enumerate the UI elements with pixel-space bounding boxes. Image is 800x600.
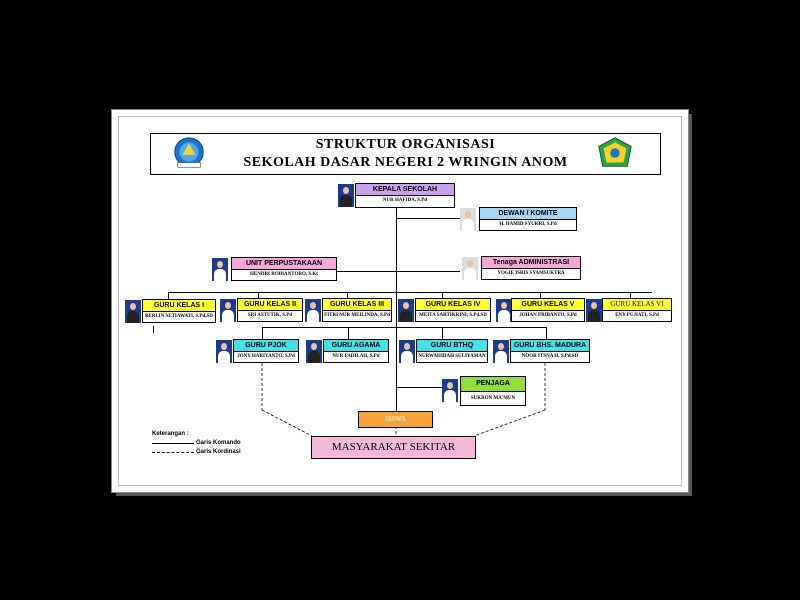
drop-kelas5 — [540, 292, 541, 302]
pjok-name: JONY HARIYANTO, S.Pd — [233, 351, 299, 363]
kelas2-photo — [220, 299, 236, 322]
sheet-border — [118, 116, 682, 486]
legend-solid-label: Garis Komando — [196, 440, 241, 446]
drop-kelas1 — [168, 292, 169, 302]
node-siswa: SISWA — [358, 411, 433, 428]
legend-solid-swatch — [152, 443, 194, 444]
title-line-2: SEKOLAH DASAR NEGERI 2 WRINGIN ANOM — [243, 155, 568, 170]
tu-name: YOGIE ISRIS SYAMSUKTRA — [481, 268, 581, 280]
madura-photo — [493, 340, 509, 363]
node-masyarakat: MASYARAKAT SEKITAR — [311, 436, 476, 459]
drop-agama — [348, 327, 349, 341]
drop-madura — [546, 327, 547, 341]
tut-wuri-logo-icon — [174, 137, 204, 168]
kelas5-photo — [496, 299, 512, 322]
pjok-photo — [216, 340, 232, 363]
kelas3-photo — [305, 299, 321, 322]
drop-pjok — [262, 327, 263, 341]
kelas2-name: SRI ASTUTIK, S.Pd — [237, 310, 303, 322]
agama-photo — [306, 340, 322, 363]
komite-name: H. HAMID SYUKRI, S.Pd — [479, 219, 577, 231]
perpustakaan-name: HENDRI ROBIANTORO, S.Kt — [231, 269, 337, 281]
title-line-1: STRUKTUR ORGANISASI — [315, 137, 496, 152]
text-cursor — [153, 326, 154, 333]
line-main-vertical — [396, 208, 397, 395]
drop-btq — [442, 327, 443, 341]
legend-solid-row: Garis Komando — [152, 439, 241, 448]
kepala-name: NUR HAFIDA, S.Pd — [355, 195, 455, 208]
kepala-photo — [338, 184, 354, 207]
kelas6-name: ENY PUJIATI, S.Pd — [602, 310, 672, 322]
title-box: STRUKTUR ORGANISASI SEKOLAH DASAR NEGERI… — [150, 133, 661, 175]
drop-kelas2 — [258, 292, 259, 302]
penjaga-photo — [442, 379, 458, 402]
penjaga-role: PENJAGA — [460, 376, 526, 392]
legend-dashed-row: Garis Kordinasi — [152, 448, 241, 457]
kelas4-name: MEITA SARTIKRINI, S.Pd.SD — [415, 310, 491, 322]
tu-photo — [462, 257, 478, 280]
drop-kelas3 — [347, 292, 348, 302]
kelas3-name: FITRI NUR MEILINDA, S.Pd — [322, 310, 392, 322]
kelas1-photo — [125, 300, 141, 323]
btq-photo — [399, 340, 415, 363]
kelas6-photo — [586, 299, 602, 322]
legend-title: Keterangan : — [152, 431, 189, 437]
madura-name: NOOR ITSNA H, S.Pd.SD — [510, 351, 590, 363]
line-staff-h — [336, 271, 460, 272]
line-penjaga-h — [396, 387, 442, 388]
drop-kelas4 — [442, 292, 443, 302]
kelas4-photo — [398, 299, 414, 322]
kelas5-name: JOHAN PRIBANTO, S.Pd — [511, 310, 585, 322]
legend: Keterangan : Garis Komando Garis Kordina… — [152, 430, 241, 457]
perpustakaan-photo — [212, 258, 228, 281]
line-mapel-h — [262, 327, 547, 328]
district-emblem-icon — [598, 137, 632, 167]
btq-name: NURWAHIDAH SULIYAMAN — [416, 351, 488, 363]
line-komite-h — [396, 218, 460, 219]
drop-kelas6 — [630, 292, 631, 302]
line-siswa-v — [396, 395, 397, 411]
legend-dashed-swatch — [152, 452, 194, 453]
penjaga-name: SUKRON MA'MUN — [460, 391, 526, 406]
org-chart-sheet: STRUKTUR ORGANISASI SEKOLAH DASAR NEGERI… — [112, 110, 688, 492]
line-kelas-h — [168, 292, 652, 293]
legend-dashed-label: Garis Kordinasi — [196, 449, 241, 455]
agama-name: NUR FADILAH, S.Pd — [323, 351, 389, 363]
komite-photo — [460, 208, 476, 231]
kelas1-name: BERLIN SETIAWATI, S.Pd.SD — [142, 311, 216, 323]
